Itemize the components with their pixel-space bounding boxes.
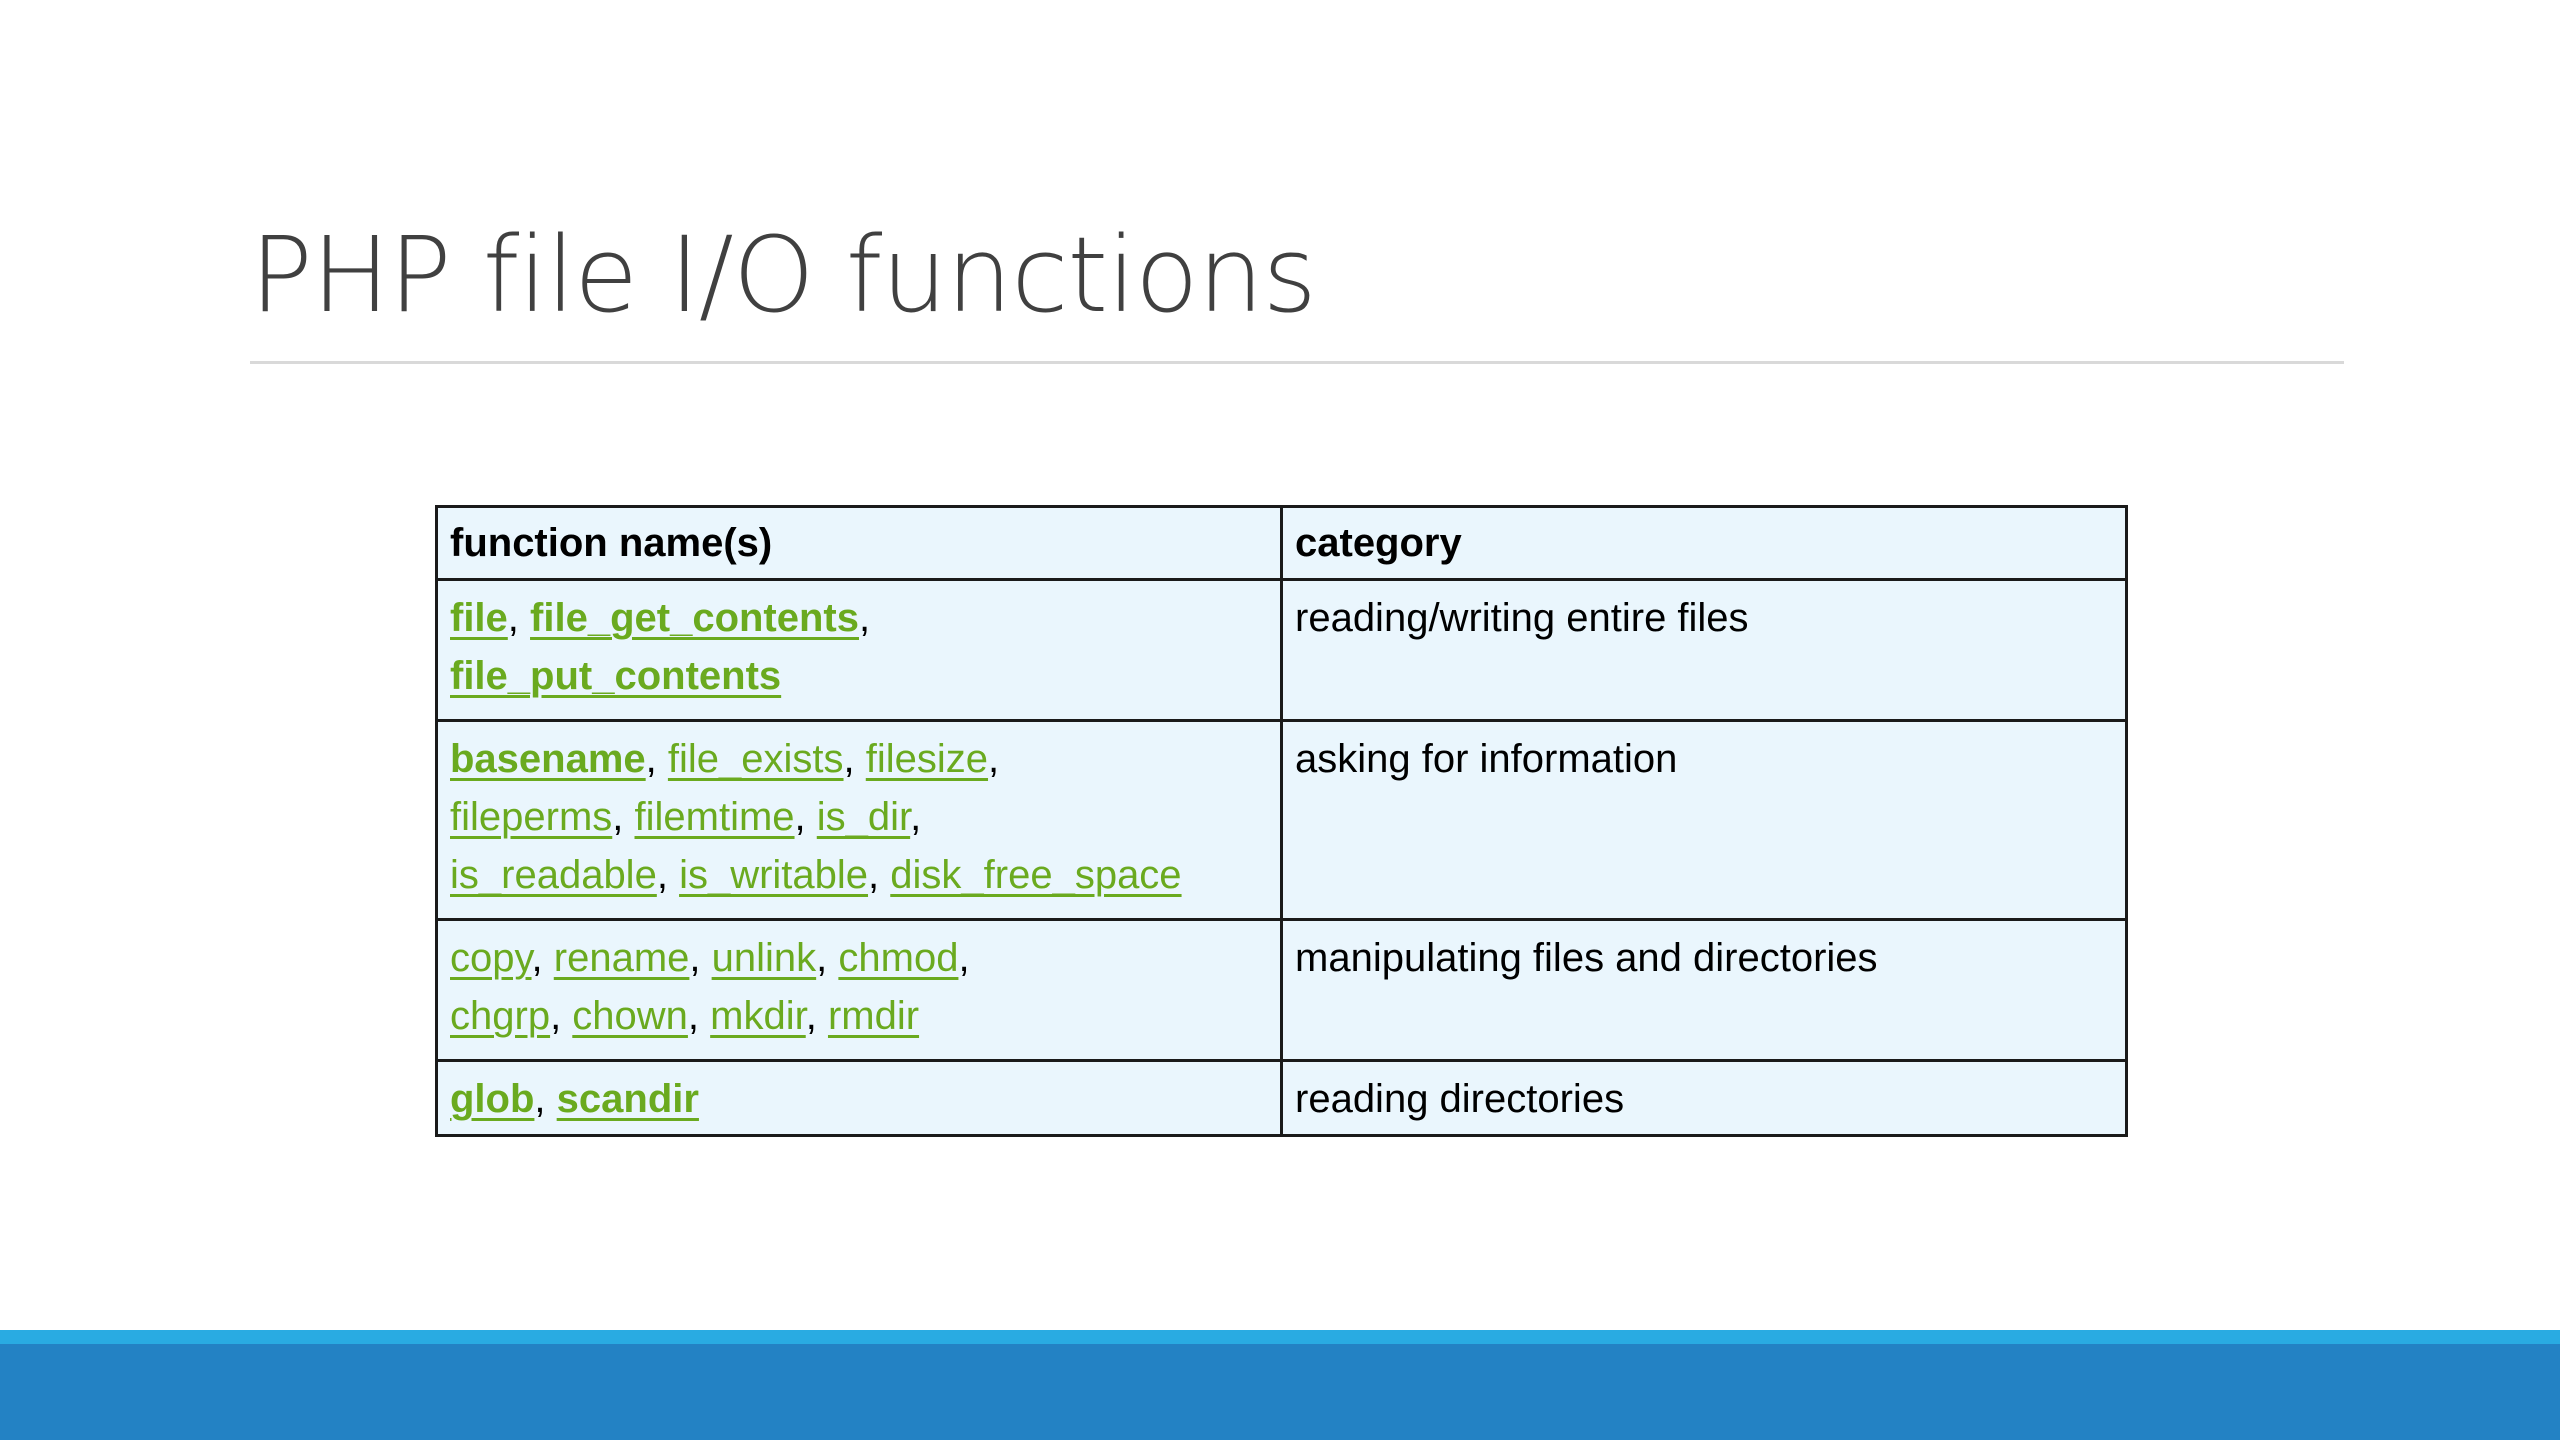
function-link-filesize[interactable]: filesize bbox=[865, 737, 989, 781]
function-link-fileperms[interactable]: fileperms bbox=[450, 795, 613, 839]
function-link-is-dir[interactable]: is_dir bbox=[816, 795, 911, 839]
functions-table: function name(s) category file, file_get… bbox=[435, 505, 2128, 1137]
function-line: chgrp, chown, mkdir, rmdir bbox=[450, 987, 1268, 1045]
function-link-is-readable[interactable]: is_readable bbox=[450, 853, 657, 897]
function-link-disk-free-space[interactable]: disk_free_space bbox=[890, 853, 1182, 897]
function-link-file[interactable]: file bbox=[450, 596, 508, 640]
function-line: fileperms, filemtime, is_dir, bbox=[450, 788, 1268, 846]
function-link-chgrp[interactable]: chgrp bbox=[450, 994, 551, 1038]
function-line: basename, file_exists, filesize, bbox=[450, 730, 1268, 788]
function-link-filemtime[interactable]: filemtime bbox=[634, 795, 795, 839]
separator: , bbox=[816, 936, 839, 980]
separator: , bbox=[910, 795, 922, 839]
function-names-cell: basename, file_exists, filesize,fileperm… bbox=[435, 719, 1283, 921]
footer-accent-stripe bbox=[0, 1330, 2560, 1344]
table-row: basename, file_exists, filesize,fileperm… bbox=[435, 719, 2128, 921]
separator: , bbox=[550, 994, 573, 1038]
function-line: is_readable, is_writable, disk_free_spac… bbox=[450, 846, 1268, 904]
header-function-names: function name(s) bbox=[435, 505, 1283, 581]
separator: , bbox=[868, 853, 891, 897]
category-cell: asking for information bbox=[1280, 719, 2128, 921]
function-link-file-put-contents[interactable]: file_put_contents bbox=[450, 654, 782, 698]
function-names-cell: copy, rename, unlink, chmod,chgrp, chown… bbox=[435, 918, 1283, 1062]
function-line: glob, scandir bbox=[450, 1070, 1268, 1128]
function-line: file_put_contents bbox=[450, 647, 1268, 705]
category-cell: reading directories bbox=[1280, 1059, 2128, 1137]
separator: , bbox=[988, 737, 1000, 781]
function-link-is-writable[interactable]: is_writable bbox=[679, 853, 869, 897]
function-line: copy, rename, unlink, chmod, bbox=[450, 929, 1268, 987]
function-names-cell: file, file_get_contents, file_put_content… bbox=[435, 578, 1283, 722]
separator: , bbox=[859, 596, 871, 640]
table-row: copy, rename, unlink, chmod,chgrp, chown… bbox=[435, 918, 2128, 1062]
title-divider bbox=[250, 361, 2344, 364]
function-link-file-exists[interactable]: file_exists bbox=[667, 737, 844, 781]
function-link-glob[interactable]: glob bbox=[450, 1077, 535, 1121]
table-row: file, file_get_contents, file_put_content… bbox=[435, 578, 2128, 722]
separator: , bbox=[689, 936, 712, 980]
function-link-scandir[interactable]: scandir bbox=[556, 1077, 699, 1121]
table-header-row: function name(s) category bbox=[435, 505, 2128, 581]
separator: , bbox=[612, 795, 635, 839]
function-link-rmdir[interactable]: rmdir bbox=[827, 994, 920, 1038]
footer-band bbox=[0, 1344, 2560, 1440]
separator: , bbox=[958, 936, 970, 980]
function-line: file, file_get_contents, bbox=[450, 589, 1268, 647]
function-link-basename[interactable]: basename bbox=[450, 737, 646, 781]
function-link-unlink[interactable]: unlink bbox=[711, 936, 817, 980]
slide-title: PHP file I/O functions bbox=[250, 214, 1317, 336]
separator: , bbox=[794, 795, 817, 839]
separator: , bbox=[687, 994, 711, 1038]
function-link-chmod[interactable]: chmod bbox=[838, 936, 959, 980]
separator: , bbox=[531, 936, 554, 980]
function-link-rename[interactable]: rename bbox=[553, 936, 690, 980]
separator: , bbox=[805, 994, 828, 1038]
separator: , bbox=[507, 596, 531, 640]
separator: , bbox=[843, 737, 866, 781]
function-names-cell: glob, scandir bbox=[435, 1059, 1283, 1137]
function-link-file-get-contents[interactable]: file_get_contents bbox=[530, 596, 859, 640]
header-category: category bbox=[1280, 505, 2128, 581]
function-link-copy[interactable]: copy bbox=[450, 936, 532, 980]
separator: , bbox=[656, 853, 680, 897]
function-link-chown[interactable]: chown bbox=[572, 994, 688, 1038]
category-cell: manipulating files and directories bbox=[1280, 918, 2128, 1062]
category-cell: reading/writing entire files bbox=[1280, 578, 2128, 722]
separator: , bbox=[645, 737, 668, 781]
function-link-mkdir[interactable]: mkdir bbox=[710, 994, 806, 1038]
separator: , bbox=[534, 1077, 557, 1121]
